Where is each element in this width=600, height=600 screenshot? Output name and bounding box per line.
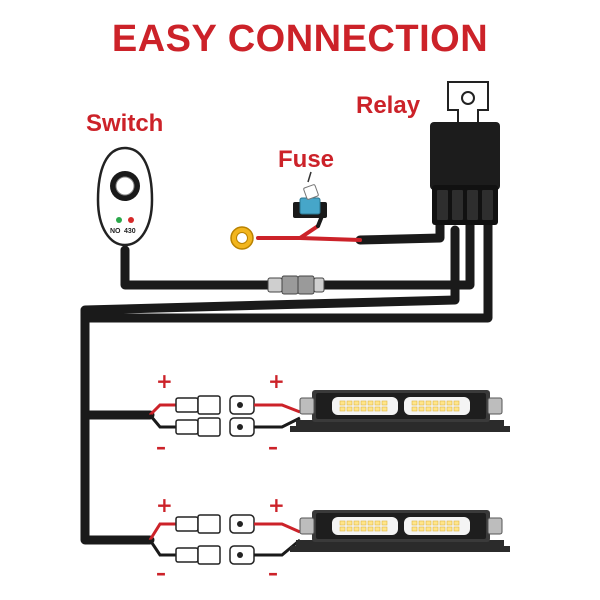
power-wire xyxy=(256,214,362,242)
light-connectors-top: + – + – xyxy=(148,369,301,459)
switch-label: Switch xyxy=(86,110,164,137)
relay-ground-wire xyxy=(80,215,493,323)
negative-sign-right-2: – xyxy=(268,561,278,585)
inline-connector xyxy=(267,275,325,295)
negative-sign-left-1: – xyxy=(156,435,166,459)
led-light-bar-2 xyxy=(289,509,511,553)
switch-text-no: NO xyxy=(110,228,121,235)
fuse-icon xyxy=(303,184,319,200)
relay-power-wire xyxy=(355,220,445,245)
ring-terminal xyxy=(230,226,254,250)
page-title: EASY CONNECTION xyxy=(111,18,489,60)
positive-sign-right-2: + xyxy=(268,493,285,517)
fuse-label: Fuse xyxy=(278,146,335,173)
switch-relay-wire xyxy=(315,220,475,290)
positive-sign-left-2: + xyxy=(156,493,173,517)
led-light-bar-1 xyxy=(289,389,511,433)
red-indicator-icon xyxy=(128,217,134,223)
switch-button-icon xyxy=(110,171,140,201)
positive-sign-right-1: + xyxy=(268,369,285,393)
negative-sign-right-1: – xyxy=(268,435,278,459)
black-harness-wires xyxy=(80,215,493,545)
switch-text-430: 430 xyxy=(124,228,136,235)
switch-wire xyxy=(120,245,285,290)
light-connectors-bottom: + – + – xyxy=(148,493,301,585)
relay-mount-hole-icon xyxy=(461,91,475,105)
switch-device: NO 430 xyxy=(96,146,154,247)
fuse-holder xyxy=(293,171,327,218)
green-indicator-icon xyxy=(116,217,122,223)
relay-label: Relay xyxy=(356,92,421,119)
positive-sign-left-1: + xyxy=(156,369,173,393)
relay-device xyxy=(430,81,500,225)
relay-output-main-wire xyxy=(80,225,460,545)
negative-sign-left-2: – xyxy=(156,561,166,585)
